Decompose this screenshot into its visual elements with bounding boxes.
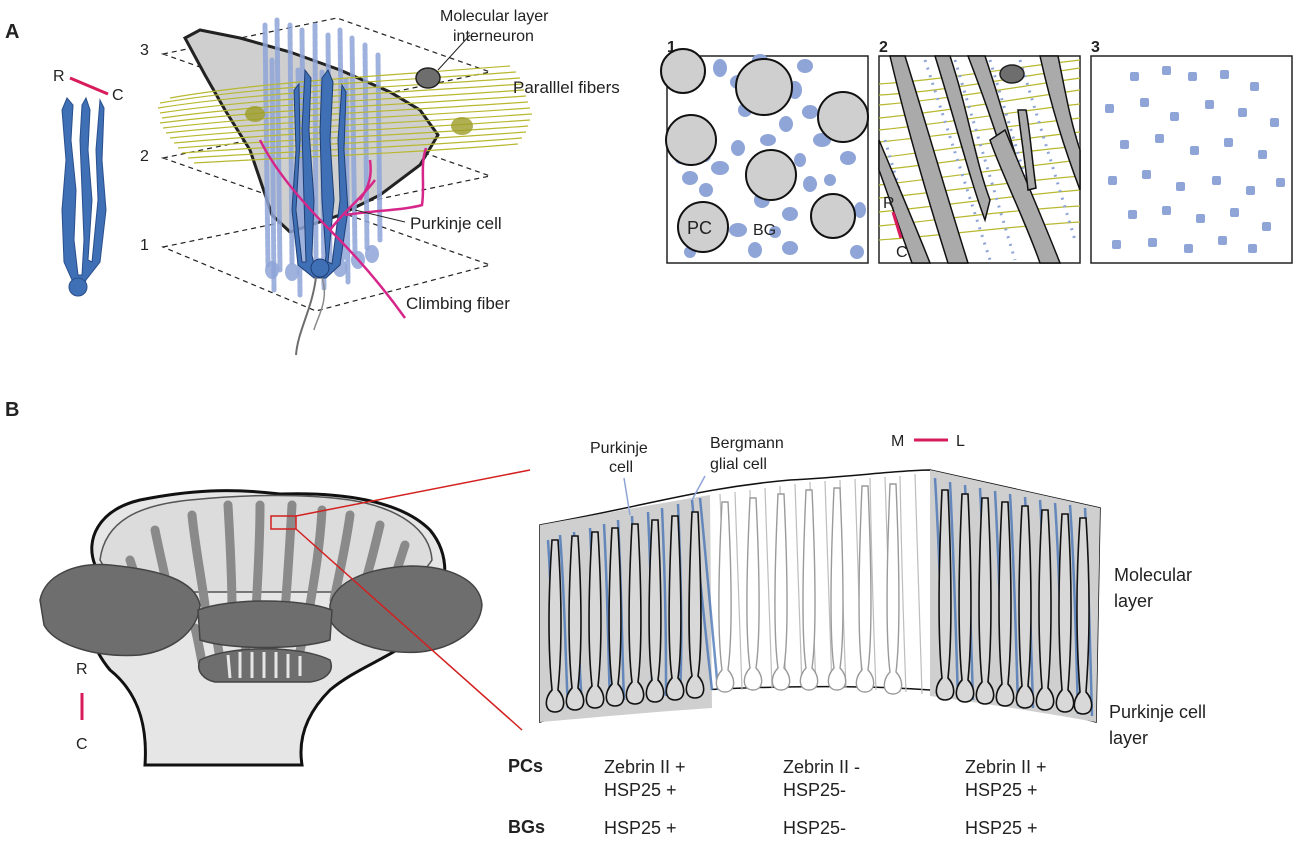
purkinje-label-2: cell — [609, 459, 633, 476]
purkinje-label-pointer — [623, 477, 631, 516]
col3-pcs-line2: HSP25 + — [965, 780, 1038, 800]
plane-label-1: 1 — [140, 237, 149, 254]
col2-pcs-line2: HSP25- — [783, 780, 846, 800]
interneuron-soma — [415, 67, 441, 89]
climbing-fiber — [258, 139, 428, 319]
cerebellum-axis-r: R — [76, 661, 88, 678]
col2-pcs-line1: Zebrin II - — [783, 757, 860, 777]
expression-table: PCs BGs Zebrin II + HSP25 + HSP25 + Zebr… — [508, 756, 1047, 838]
climbing-fiber-label: Climbing fiber — [406, 294, 510, 313]
section-3-glia-dots — [1105, 66, 1285, 253]
purkinje-cell-3d — [291, 68, 349, 279]
cerebellum-left-hemisphere — [39, 563, 201, 657]
cerebellum-drawing — [39, 489, 483, 767]
axis-bar — [69, 76, 109, 96]
panel-a-axis: R C — [53, 68, 124, 104]
region-of-interest — [270, 515, 297, 530]
col1-bgs: HSP25 + — [604, 818, 677, 838]
section-axis-m: M — [891, 433, 904, 450]
plane-label-2: 2 — [140, 148, 149, 165]
interneuron-label-2: interneuron — [453, 28, 534, 45]
row-label-pcs: PCs — [508, 756, 543, 776]
purkinje-pointer — [354, 209, 406, 223]
plane-label-3: 3 — [140, 42, 149, 59]
section-1-pc-label: PC — [687, 218, 712, 238]
bergmann-label-2: glial cell — [710, 456, 767, 473]
zoom-line-top — [295, 469, 531, 517]
section-2-axis-r: R — [883, 195, 895, 212]
col2-bgs: HSP25- — [783, 818, 846, 838]
section-2-dendrites — [878, 55, 1081, 264]
section-2-axis-bar — [891, 211, 903, 239]
section-2-axis-c: C — [896, 244, 908, 261]
bergmann-label-pointer — [691, 475, 706, 501]
interneuron-label-1: Molecular layer — [440, 8, 549, 25]
section-2-interneuron — [999, 64, 1025, 84]
section-left-band — [540, 495, 712, 722]
purkinje-cells-middle — [715, 483, 903, 695]
pcl-label-1: Purkinje cell — [1109, 702, 1206, 722]
col3-pcs-line1: Zebrin II + — [965, 757, 1047, 777]
col3-bgs: HSP25 + — [965, 818, 1038, 838]
section-1-pc-somata — [660, 48, 869, 253]
col1-pcs-line2: HSP25 + — [604, 780, 677, 800]
panel-a-letter: A — [5, 21, 19, 43]
panel-b-letter: B — [5, 399, 19, 421]
cerebellum-right-hemisphere — [329, 565, 483, 654]
cerebellum-axis-c: C — [76, 736, 88, 753]
zebrin-section — [539, 469, 1101, 723]
axis-r-label: R — [53, 68, 65, 85]
purkinje-cells-right — [935, 489, 1093, 715]
interneuron-pointer — [437, 34, 471, 71]
row-label-bgs: BGs — [508, 817, 545, 837]
zoom-line-bottom — [295, 528, 523, 731]
purkinje-label-1: Purkinje — [590, 440, 648, 457]
section-1: PC BG — [660, 48, 869, 264]
molecular-layer-label-1: Molecular — [1114, 565, 1192, 585]
section-1-bg-somata — [674, 54, 866, 259]
col1-pcs-line1: Zebrin II + — [604, 757, 686, 777]
purkinje-axon — [295, 276, 317, 356]
section-1-bg-label: BG — [753, 222, 776, 239]
section-3 — [1090, 55, 1293, 264]
parallel-fiber-boutons — [245, 106, 473, 135]
section-axis-l: L — [956, 433, 965, 450]
posterior-stripes — [226, 652, 302, 679]
cerebellum-vermis — [197, 600, 333, 649]
section-2: R C — [878, 55, 1082, 264]
bergmann-label-1: Bergmann — [710, 435, 784, 452]
section-1-number: 1 — [667, 39, 676, 56]
molecular-layer-label-2: layer — [1114, 591, 1153, 611]
section-3-number: 3 — [1091, 39, 1100, 56]
purkinje-cell-label: Purkinje cell — [410, 214, 502, 233]
purkinje-cells-left — [545, 511, 705, 713]
purkinje-axon-2 — [313, 277, 326, 331]
section-2-number: 2 — [879, 39, 888, 56]
parallel-fibers-label: Paralllel fibers — [513, 78, 620, 97]
axis-c-label: C — [112, 87, 124, 104]
pcl-label-2: layer — [1109, 728, 1148, 748]
purkinje-cell-small — [61, 96, 107, 297]
